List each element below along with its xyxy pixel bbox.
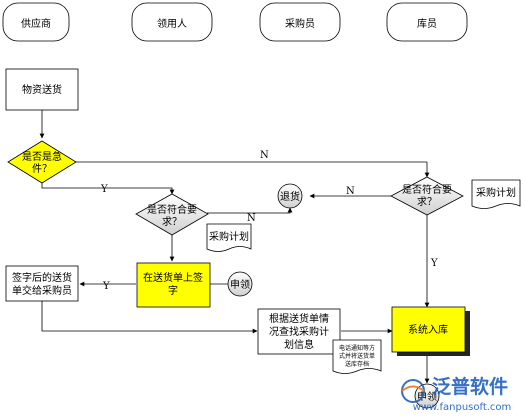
document-plan-right: 采购计划: [471, 179, 521, 209]
svg-text:是否是急: 是否是急: [22, 150, 62, 163]
edge-note-to-check: [41, 301, 258, 334]
svg-text:求？: 求？: [162, 216, 182, 228]
decision-conform-left: 是否符合要 求？: [135, 193, 209, 236]
watermark-url: www.fanpusoft.com: [413, 402, 512, 413]
decision-is-urgent: 是否是急 件？: [7, 140, 77, 184]
svg-text:在送货单上签: 在送货单上签: [143, 271, 203, 284]
svg-text:退货: 退货: [280, 190, 300, 203]
decision-conform-right: 是否符合要 求？: [390, 176, 464, 216]
node-return-goods: 退货: [277, 183, 303, 209]
svg-text:送库存档: 送库存档: [345, 360, 369, 368]
lane-header-requester: 领用人: [131, 2, 213, 42]
edge-label-y2: Y: [102, 281, 110, 292]
svg-text:采购计划: 采购计划: [476, 186, 516, 199]
svg-text:字: 字: [168, 284, 178, 297]
watermark-brand: 泛普软件: [432, 375, 508, 398]
edge-label-n2: N: [247, 213, 256, 224]
lane-header-supplier: 供应商: [2, 2, 70, 42]
edge-label-y1: Y: [100, 184, 108, 195]
svg-text:是否符合要: 是否符合要: [402, 183, 452, 196]
svg-text:库员: 库员: [417, 17, 437, 30]
node-supply-goods: 物资送货: [5, 68, 79, 111]
svg-text:采购计划: 采购计划: [209, 230, 249, 243]
svg-text:采购员: 采购员: [285, 17, 315, 30]
edge-label-n1: N: [260, 150, 269, 161]
svg-text:供应商: 供应商: [21, 17, 51, 30]
node-apply: 申领: [227, 271, 253, 297]
document-plan-left: 采购计划: [206, 223, 252, 252]
svg-text:物资送货: 物资送货: [22, 83, 62, 96]
svg-text:况查找采购计: 况查找采购计: [269, 325, 329, 338]
edges: [39, 110, 430, 384]
svg-text:电话通知等方: 电话通知等方: [339, 344, 375, 352]
svg-text:是否符合要: 是否符合要: [147, 203, 197, 216]
svg-text:根据送货单情: 根据送货单情: [269, 312, 329, 325]
svg-text:系统入库: 系统入库: [408, 323, 448, 336]
svg-text:划信息: 划信息: [284, 338, 314, 351]
svg-text:领用人: 领用人: [157, 17, 187, 30]
document-notify: 电话通知等方 式并将送货单 送库存档: [332, 339, 382, 374]
svg-text:申领: 申领: [230, 278, 250, 291]
node-sign-note-to-buyer: 签字后的送货 单交给采购员: [5, 265, 79, 302]
edge-label-y3: Y: [430, 258, 438, 269]
node-check-plan: 根据送货单情 况查找采购计 划信息: [257, 308, 341, 355]
svg-text:件？: 件？: [32, 163, 52, 175]
edge-conform-left-no: [207, 207, 293, 214]
svg-text:求？: 求？: [417, 196, 437, 208]
svg-text:单交给采购员: 单交给采购员: [12, 284, 72, 297]
node-system-in: 系统入库: [391, 306, 470, 356]
svg-text:签字后的送货: 签字后的送货: [12, 271, 72, 284]
edge-urgent-yes: [41, 182, 175, 195]
svg-text:式并将送货单: 式并将送货单: [339, 352, 375, 360]
lane-header-warehouse: 库员: [386, 2, 468, 42]
watermark-logo: 泛普软件 www.fanpusoft.com: [401, 375, 512, 413]
svg-text:申领: 申领: [417, 390, 437, 403]
node-sign-on-note: 在送货单上签 字: [136, 262, 211, 308]
lane-header-buyer: 采购员: [259, 2, 341, 42]
edge-label-n3: N: [346, 186, 355, 197]
